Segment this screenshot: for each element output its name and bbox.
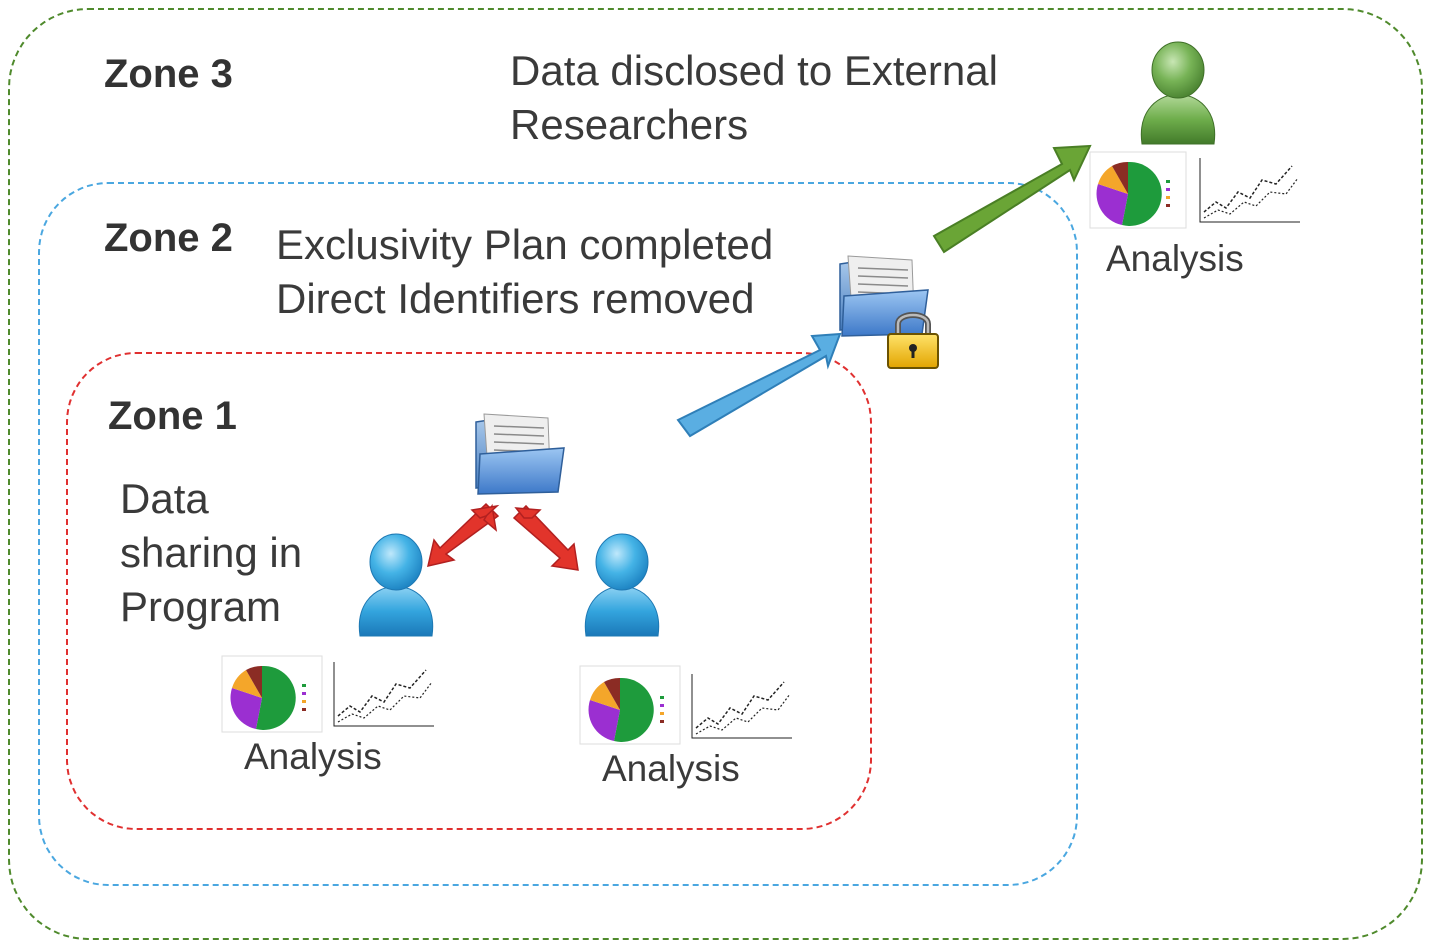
zone3-boundary <box>8 8 1423 940</box>
line-chart-icon <box>1199 158 1300 223</box>
pie-chart-icon <box>221 655 323 733</box>
red-arrow-left <box>426 502 500 568</box>
pie-chart-icon <box>579 665 681 745</box>
folder-icon <box>475 413 565 495</box>
red-arrow-right <box>512 504 579 571</box>
person-icon <box>358 533 434 637</box>
locked-folder-icon <box>839 255 929 337</box>
analysis-label-external: Analysis <box>1106 238 1244 279</box>
zone1-title: Zone 1 <box>108 394 237 438</box>
zone1-boundary <box>66 352 872 830</box>
analysis-label-program-right: Analysis <box>602 748 740 789</box>
person-icon <box>584 533 660 637</box>
lock-icon <box>887 312 939 369</box>
blue-arrow <box>676 332 842 438</box>
line-chart-icon <box>691 674 792 739</box>
green-arrow <box>932 144 1092 254</box>
analysis-label-program-left: Analysis <box>244 736 382 777</box>
zone2-boundary <box>38 182 1078 886</box>
zone2-description: Exclusivity Plan completed Direct Identi… <box>276 221 774 322</box>
zone1-description: Data sharing in Program <box>120 475 303 630</box>
red-arrow-left-head <box>470 504 500 519</box>
pie-chart-icon <box>1089 151 1187 229</box>
zone3-description: Data disclosed to External Researchers <box>510 47 998 148</box>
red-arrow-right-head <box>514 507 542 519</box>
zone3-title: Zone 3 <box>104 52 233 96</box>
person-icon <box>1140 41 1216 145</box>
line-chart-icon <box>333 662 434 727</box>
zone2-title: Zone 2 <box>104 216 233 260</box>
